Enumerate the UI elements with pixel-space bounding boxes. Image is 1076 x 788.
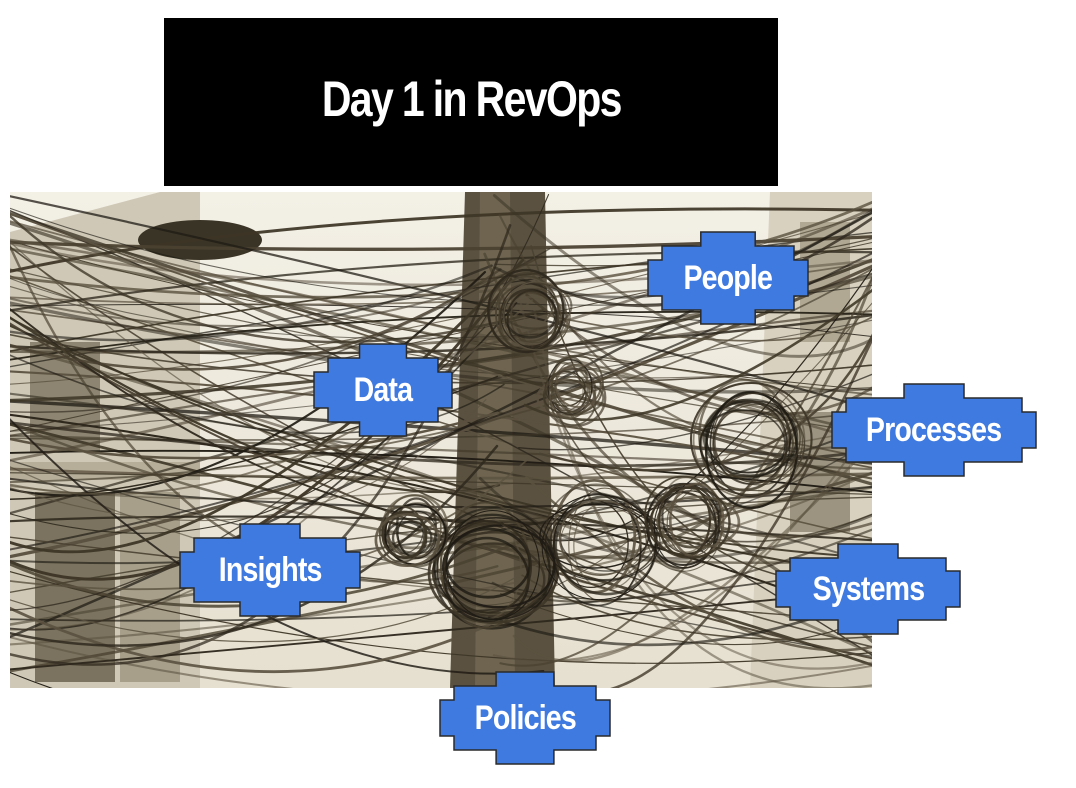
systems-tile: Systems — [775, 543, 961, 635]
puzzle-piece-icon — [179, 523, 361, 617]
systems-label: Systems — [812, 569, 924, 608]
insights-tile: Insights — [179, 523, 361, 617]
data-label: Data — [353, 370, 413, 409]
processes-label: Processes — [866, 410, 1002, 449]
puzzle-piece-icon — [647, 231, 809, 325]
policies-tile: Policies — [439, 671, 611, 765]
insights-label: Insights — [218, 550, 323, 589]
title-banner: Day 1 in RevOps — [164, 18, 778, 186]
puzzle-piece-icon — [775, 543, 961, 635]
policies-label: Policies — [474, 698, 576, 737]
puzzle-piece-icon — [313, 343, 453, 437]
processes-tile: Processes — [831, 383, 1037, 477]
data-tile: Data — [313, 343, 453, 437]
puzzle-piece-icon — [831, 383, 1037, 477]
slide-title: Day 1 in RevOps — [321, 71, 623, 127]
people-tile: People — [647, 231, 809, 325]
people-label: People — [683, 258, 773, 297]
puzzle-piece-icon — [439, 671, 611, 765]
